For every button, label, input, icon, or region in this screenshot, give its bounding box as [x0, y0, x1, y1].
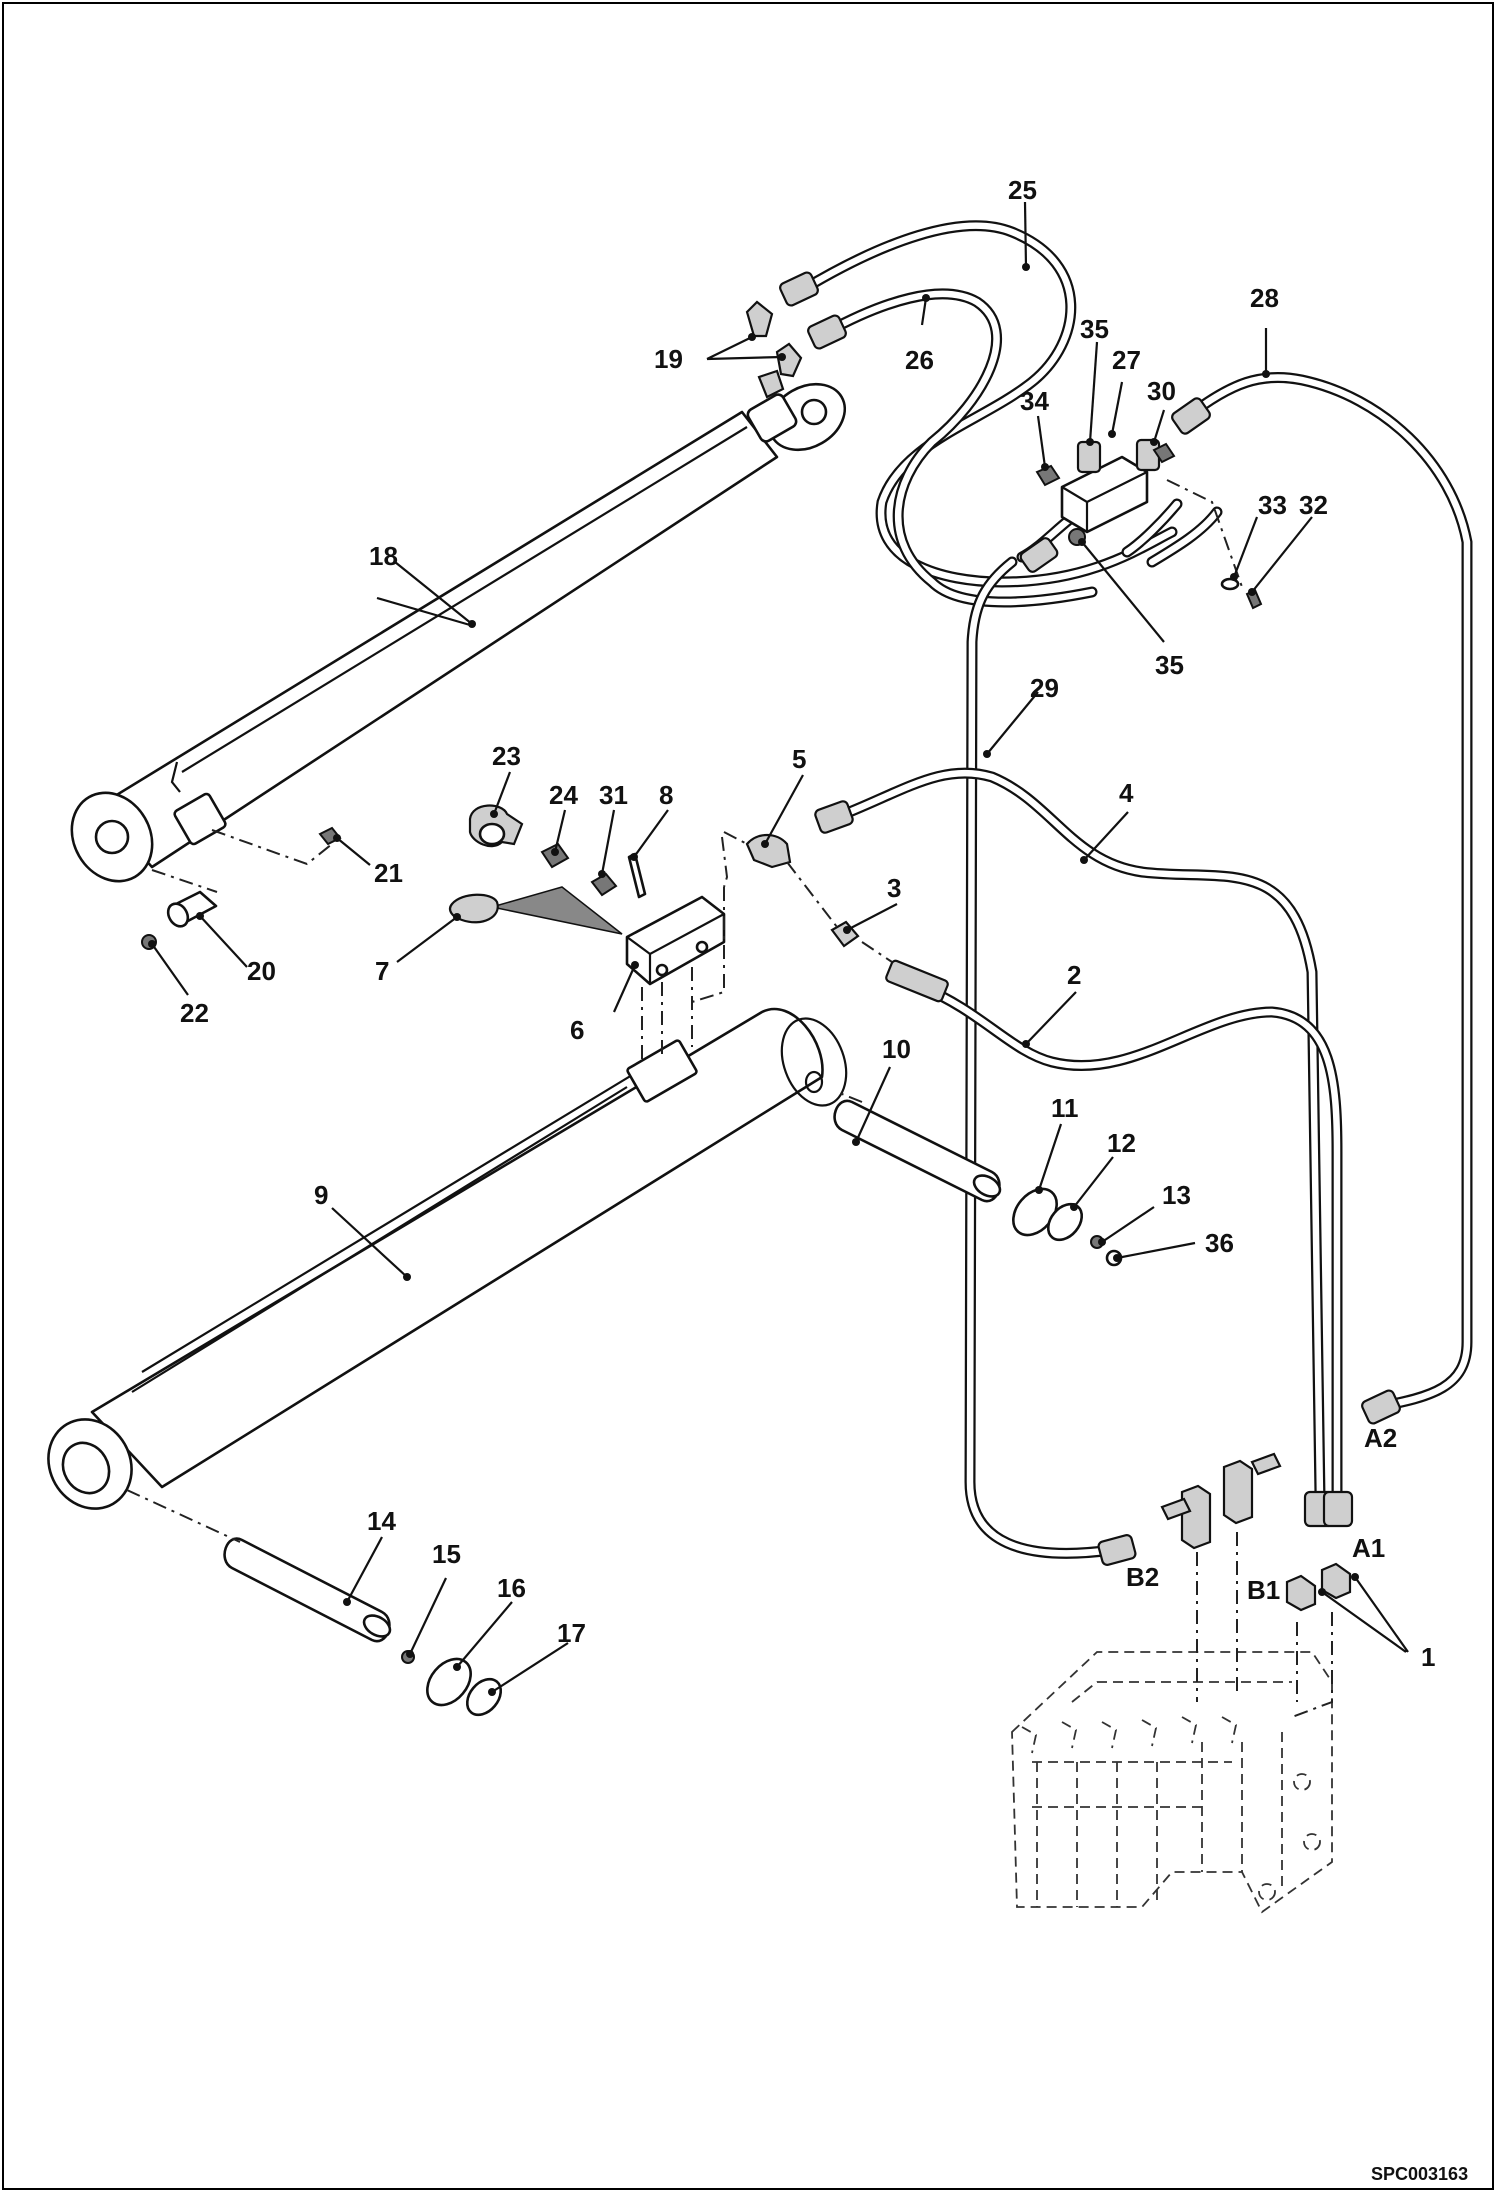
callout-36: 36 [1205, 1228, 1234, 1258]
boom-cylinder-9 [47, 1007, 848, 1510]
callout-9: 9 [314, 1180, 328, 1210]
callout-24: 24 [549, 780, 578, 810]
callout-19: 19 [654, 344, 683, 374]
bracket-7 [448, 893, 499, 924]
reference-code: SPC003163 [1371, 2164, 1468, 2184]
callout-2: 2 [1067, 960, 1081, 990]
hose-fittings [779, 271, 1401, 1566]
washer-33 [1220, 577, 1240, 591]
callout-A2: A2 [1364, 1423, 1397, 1453]
callout-22: 22 [180, 998, 209, 1028]
pin-14 [223, 1537, 392, 1643]
callout-27: 27 [1112, 345, 1141, 375]
pressure-switch-23 [468, 804, 524, 848]
assembly-lines [126, 479, 1333, 1718]
connectors-1 [1285, 1562, 1352, 1612]
callout-35-top: 35 [1080, 314, 1109, 344]
callout-5: 5 [792, 744, 806, 774]
callout-A1: A1 [1352, 1533, 1385, 1563]
callout-3: 3 [887, 873, 901, 903]
callout-labels: 25 28 35 27 30 34 19 26 33 32 35 18 29 2… [180, 175, 1468, 2184]
callout-23: 23 [492, 741, 521, 771]
callout-6: 6 [570, 1015, 584, 1045]
adapter-3 [830, 920, 860, 948]
hydraulic-parts-diagram: 25 28 35 27 30 34 19 26 33 32 35 18 29 2… [47, 175, 1473, 2184]
callout-31: 31 [599, 780, 628, 810]
callout-35-bottom: 35 [1155, 650, 1184, 680]
callout-16: 16 [497, 1573, 526, 1603]
leader-lines [148, 201, 1409, 1696]
callout-11: 11 [1051, 1093, 1079, 1123]
callout-26: 26 [905, 345, 934, 375]
callout-25: 25 [1008, 175, 1037, 205]
tee-fittings [1160, 1452, 1282, 1550]
bolt-8 [627, 852, 647, 899]
callout-28: 28 [1250, 283, 1279, 313]
control-valve [1011, 1651, 1333, 1914]
callout-20: 20 [247, 956, 276, 986]
callout-7: 7 [375, 956, 389, 986]
ring-16 [426, 1657, 472, 1707]
pilot-valve-27 [1060, 438, 1161, 534]
elbow-5 [745, 833, 792, 869]
callout-1: 1 [1421, 1642, 1435, 1672]
safety-valve-6 [491, 886, 726, 986]
callout-B2: B2 [1126, 1562, 1159, 1592]
hoses [796, 220, 1473, 1559]
callout-33: 33 [1258, 490, 1287, 520]
pin-10 [833, 1099, 1002, 1203]
callout-14: 14 [367, 1506, 396, 1536]
callout-4: 4 [1119, 778, 1134, 808]
callout-34: 34 [1020, 386, 1049, 416]
hose-2 [916, 981, 1343, 1503]
fitting-30 [1152, 442, 1176, 464]
pin-20-end [166, 902, 190, 928]
callout-12: 12 [1107, 1128, 1136, 1158]
callout-10: 10 [882, 1034, 911, 1064]
callout-29: 29 [1030, 673, 1059, 703]
callout-13: 13 [1162, 1180, 1191, 1210]
fittings-19 [745, 300, 803, 378]
arm-cylinder-18 [70, 369, 847, 883]
callout-17: 17 [557, 1618, 586, 1648]
hose-25 [796, 220, 1178, 588]
callout-21: 21 [374, 858, 403, 888]
callout-18: 18 [369, 541, 398, 571]
callout-32: 32 [1299, 490, 1328, 520]
callout-8: 8 [659, 780, 673, 810]
callout-30: 30 [1147, 376, 1176, 406]
callout-B1: B1 [1247, 1575, 1280, 1605]
callout-15: 15 [432, 1539, 461, 1569]
